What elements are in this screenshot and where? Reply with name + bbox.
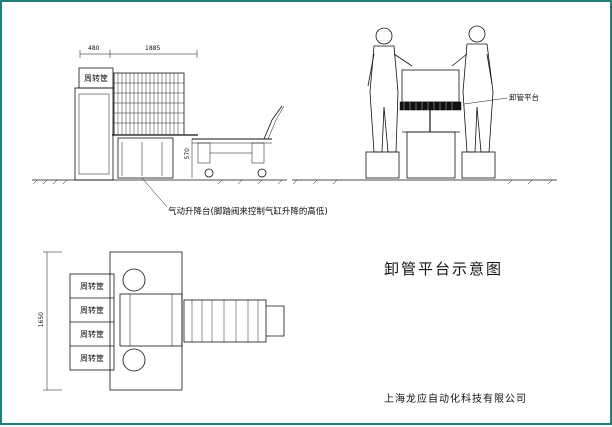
trolley-handle	[263, 105, 283, 140]
side-view	[32, 50, 287, 208]
rack-stack	[113, 72, 185, 136]
dimension-top-left: 480	[88, 45, 100, 52]
plan-turnover-box-label-3: 周转筐	[80, 329, 104, 339]
step-right	[461, 151, 496, 179]
trolley-plan-handle	[266, 305, 285, 337]
side-turnover-box-label: 周转筐	[84, 73, 108, 83]
front-view	[292, 25, 557, 185]
unload-platform-top	[401, 69, 460, 103]
step-left	[365, 151, 400, 179]
platform-label: 卸管平台	[509, 93, 539, 102]
rotary-disc-top	[122, 268, 146, 292]
dimension-top-right: 1885	[145, 45, 161, 52]
plan-turnover-box-label-1: 周转筐	[80, 281, 104, 291]
lift-table-plan	[119, 293, 183, 347]
platform-leader	[463, 97, 508, 105]
dimension-plan-height: 1650	[38, 312, 45, 328]
note-leader	[141, 177, 168, 208]
operator-left	[367, 27, 413, 153]
dimension-height: 570	[184, 148, 191, 160]
trolley-wheel-front	[204, 168, 214, 178]
operator-right	[451, 25, 494, 153]
plan-turnover-box-label-4: 周转筐	[80, 353, 104, 363]
plan-view	[43, 251, 285, 391]
plan-turnover-box-label-2: 周转筐	[80, 305, 104, 315]
plan-frame	[109, 251, 183, 391]
turnover-cabinet	[74, 87, 114, 181]
rotary-disc-bottom	[122, 348, 146, 372]
turnover-box-top	[78, 67, 114, 89]
trolley-wheel-rear	[257, 168, 267, 178]
trolley-plan	[183, 299, 267, 343]
drawing-title: 卸管平台示意图	[384, 260, 504, 278]
company-name: 上海龙应自动化科技有限公司	[384, 394, 527, 405]
unload-platform-base	[406, 131, 456, 179]
ground-hatch-left	[32, 179, 283, 185]
lift-platform-base	[117, 137, 174, 179]
lift-platform-note: 气动升降台(脚踏阀来控制气缸升降的高低)	[168, 207, 328, 217]
